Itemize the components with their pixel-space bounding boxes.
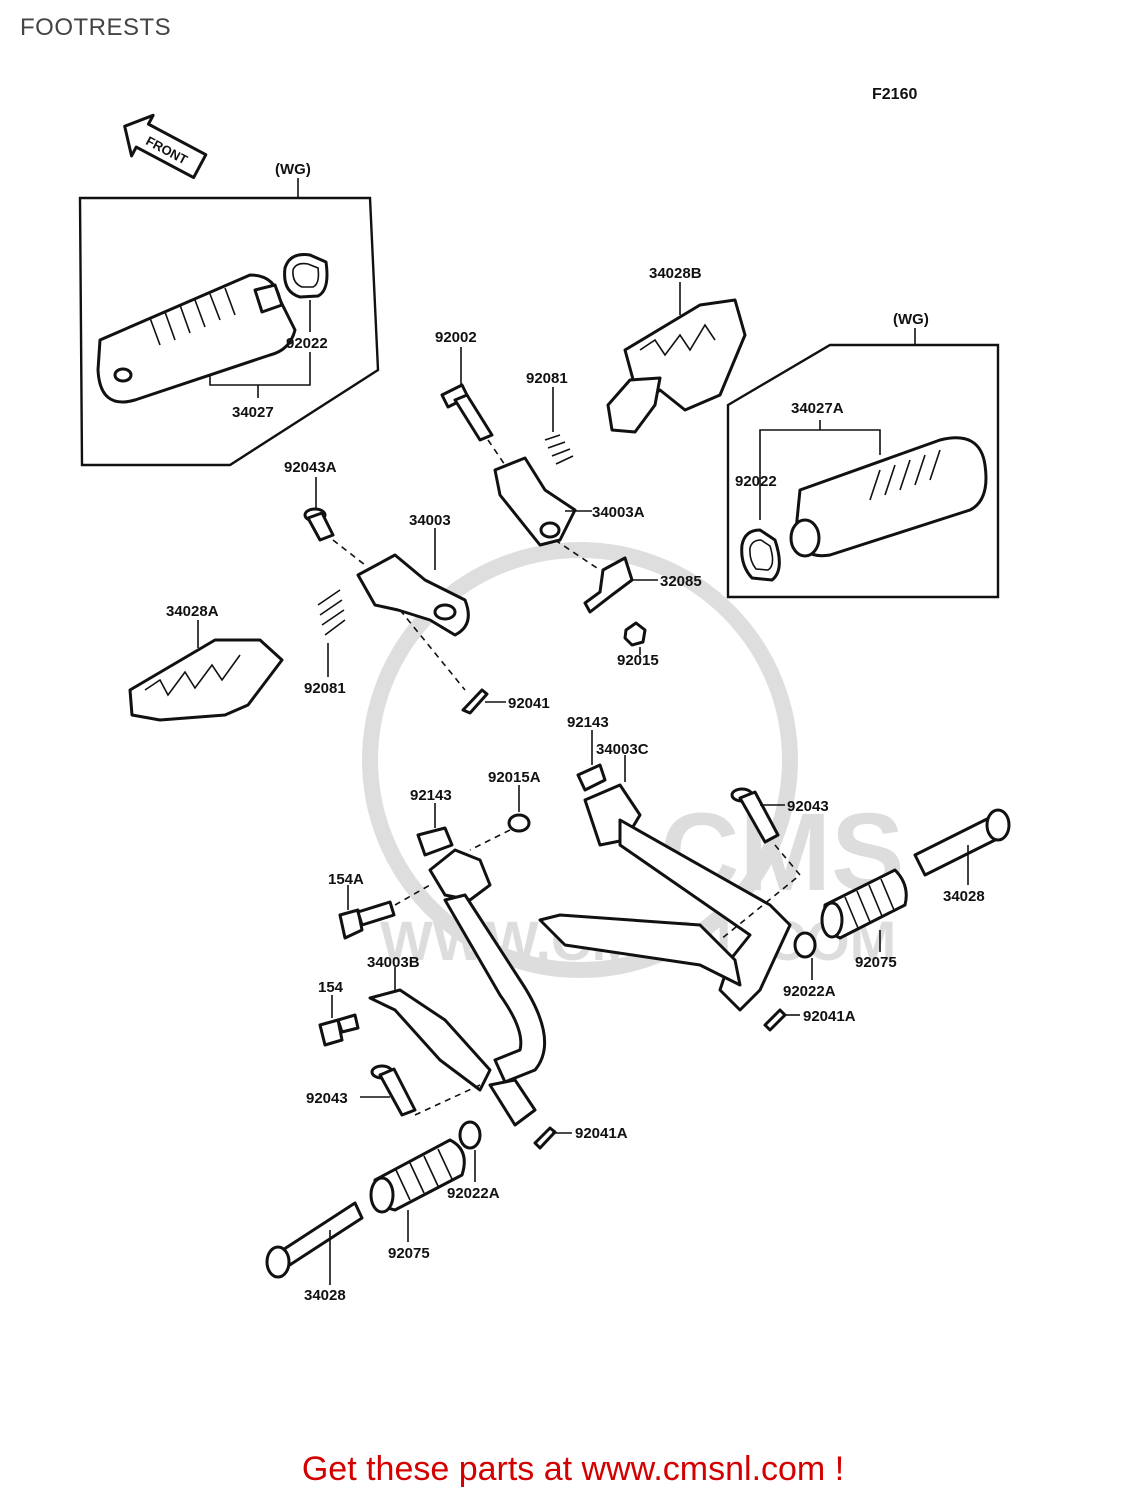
label-34003: 34003	[409, 512, 451, 529]
washer-92022A-right	[793, 931, 817, 959]
label-92022-left: 92022	[286, 335, 328, 352]
front-arrow-icon: FRONT	[123, 113, 208, 180]
label-92015: 92015	[617, 652, 659, 669]
label-154A: 154A	[328, 871, 364, 888]
pin-92043-right	[730, 787, 780, 844]
plate-92143-upper	[576, 763, 607, 792]
pin-34028-right	[913, 808, 1011, 877]
spring-92081-lower	[317, 589, 346, 636]
label-92041A-right: 92041A	[803, 1008, 856, 1025]
washer-92022-left	[283, 253, 329, 299]
pin-92043A	[303, 507, 335, 542]
pin-34028-left	[265, 1201, 364, 1279]
footpeg-34028A	[128, 638, 284, 722]
footpeg-34028B	[606, 298, 747, 434]
wg-box-right	[726, 343, 1000, 599]
label-34003C: 34003C	[596, 741, 649, 758]
label-34003A: 34003A	[592, 504, 645, 521]
wg-box-left	[78, 196, 380, 467]
variant-label-wg-left: (WG)	[275, 161, 311, 178]
label-92081-lower: 92081	[304, 680, 346, 697]
label-34028-left: 34028	[304, 1287, 346, 1304]
bracket-34003A	[493, 456, 577, 547]
cotter-pin-92041	[461, 688, 489, 715]
label-92022A-right: 92022A	[783, 983, 836, 1000]
nut-92015	[623, 621, 647, 647]
label-34003B: 34003B	[367, 954, 420, 971]
bolt-154	[318, 1013, 360, 1047]
footpeg-rubber-left	[96, 273, 297, 404]
bracket-34003C	[538, 783, 792, 1012]
pin-92043-left	[370, 1064, 417, 1117]
label-92075-right: 92075	[855, 954, 897, 971]
bracket-34003B	[368, 848, 547, 1127]
nut-92015A	[507, 813, 531, 833]
spring-92081-upper	[544, 434, 574, 465]
label-32085: 32085	[660, 573, 702, 590]
label-92022A-left: 92022A	[447, 1185, 500, 1202]
cotter-pin-92041A-left	[533, 1126, 557, 1150]
page-title: FOOTRESTS	[20, 14, 172, 41]
label-92043A: 92043A	[284, 459, 337, 476]
figure-code: F2160	[872, 86, 917, 103]
label-34028B: 34028B	[649, 265, 702, 282]
label-34028-right: 34028	[943, 888, 985, 905]
label-34028A: 34028A	[166, 603, 219, 620]
label-92081-upper: 92081	[526, 370, 568, 387]
label-34027A: 34027A	[791, 400, 844, 417]
label-92041A-left: 92041A	[575, 1125, 628, 1142]
cotter-pin-92041A-right	[763, 1008, 787, 1032]
label-92143-lower: 92143	[410, 787, 452, 804]
pin-92002	[440, 383, 494, 442]
label-92002: 92002	[435, 329, 477, 346]
footpeg-rubber-right	[789, 436, 988, 558]
variant-label-wg-right: (WG)	[893, 311, 929, 328]
label-92015A: 92015A	[488, 769, 541, 786]
washer-92022A-left	[458, 1120, 482, 1150]
label-92143-upper: 92143	[567, 714, 609, 731]
rubber-92075-left	[369, 1138, 466, 1214]
label-34027: 34027	[232, 404, 274, 421]
label-92043-left: 92043	[306, 1090, 348, 1107]
label-92075-left: 92075	[388, 1245, 430, 1262]
stopper-32085	[583, 556, 634, 614]
buy-parts-link[interactable]: Get these parts at www.cmsnl.com !	[301, 1450, 845, 1488]
bolt-154A	[338, 900, 396, 940]
washer-92022-right	[740, 528, 781, 582]
label-154: 154	[318, 979, 344, 996]
bracket-34003	[356, 553, 470, 637]
label-92043-right: 92043	[787, 798, 829, 815]
label-92022-right: 92022	[735, 473, 777, 490]
label-92041: 92041	[508, 695, 550, 712]
rubber-92075-right	[820, 868, 908, 940]
plate-92143-lower	[416, 826, 454, 857]
